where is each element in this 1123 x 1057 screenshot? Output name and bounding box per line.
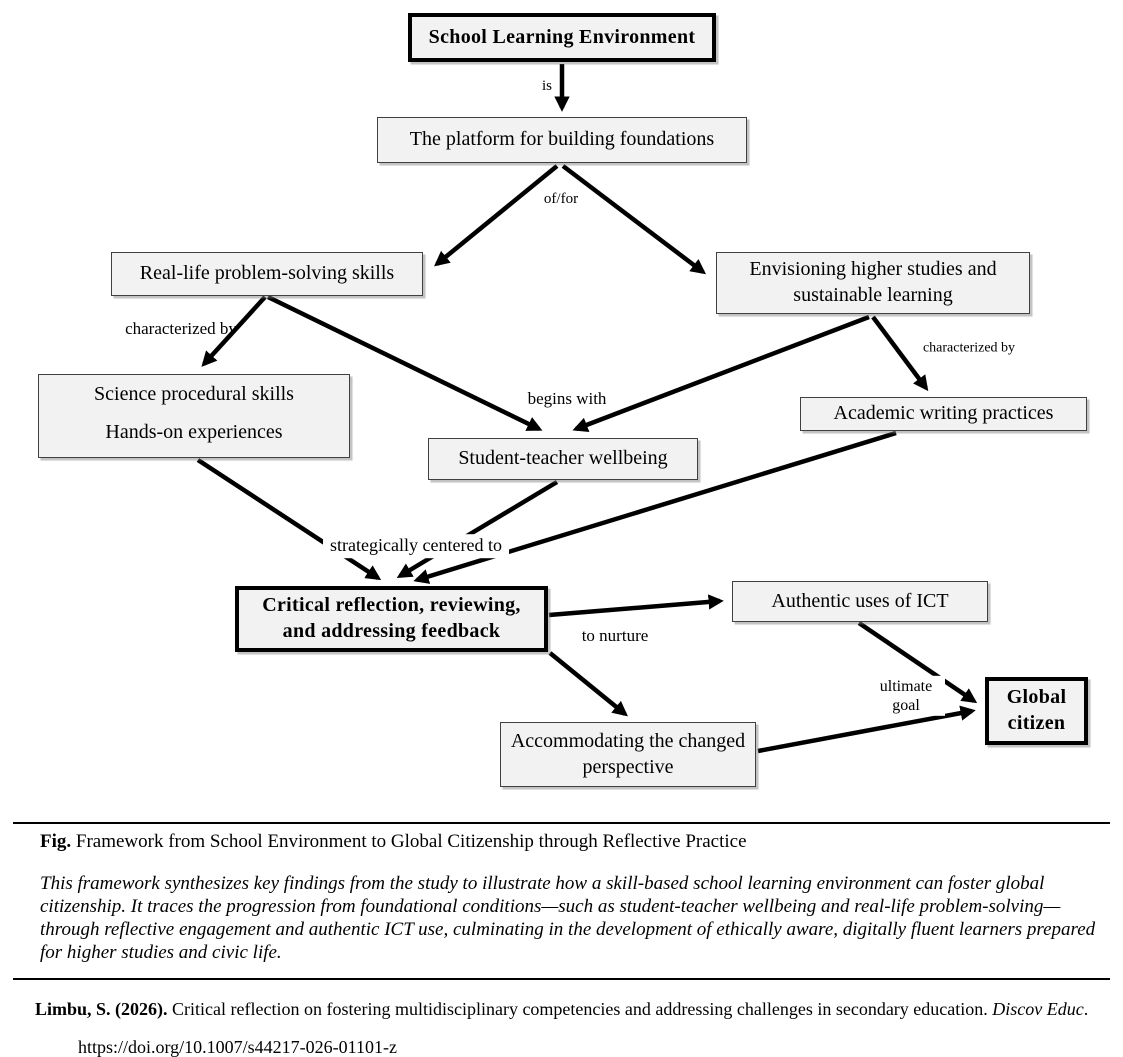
node-label-line1: Science procedural skills (94, 383, 294, 405)
node-label-line2: Hands-on experiences (105, 421, 283, 444)
edge-critical-ict (548, 594, 724, 618)
node-label-line2: and addressing feedback (282, 620, 501, 642)
edge-label-is: is (541, 78, 553, 94)
node-envisioning-higher-studies: Envisioning higher studies and sustainab… (716, 252, 1030, 314)
reference-authors: Limbu, S. (2026). (35, 999, 168, 1019)
node-label-line2: sustainable learning (793, 284, 953, 306)
edge-label-characterized-by-right: characterized by (922, 340, 1016, 356)
edge-label-strategically-centered-to: strategically centered to (323, 534, 509, 558)
edge-platform-envisioning (561, 164, 707, 275)
node-label-line1: Global (1006, 686, 1067, 709)
node-label-line2: perspective (582, 755, 674, 778)
node-student-teacher-wellbeing: Student-teacher wellbeing (428, 438, 698, 480)
caption-divider-line (13, 822, 1110, 824)
figure-caption-label: Fig. (40, 831, 72, 852)
node-accommodating-changed-perspective: Accommodating the changed perspective (500, 722, 756, 787)
figure-description: This framework synthesizes key findings … (40, 873, 1096, 963)
reference-citation: Limbu, S. (2026). Critical reflection on… (35, 990, 1103, 1057)
edge-science-critical (196, 458, 382, 581)
edge-ict-global (857, 621, 978, 704)
edge-accommodating-global (757, 705, 976, 754)
node-platform-building-foundations: The platform for building foundations (377, 117, 747, 163)
reference-journal: Discov Educ (992, 999, 1084, 1019)
node-label: School Learning Environment (428, 25, 696, 48)
edge-label-ultimate-goal: ultimate goal (867, 675, 945, 717)
node-critical-reflection: Critical reflection, reviewing, and addr… (235, 586, 548, 652)
reference-doi: . https://doi.org/10.1007/s44217-026-011… (78, 999, 1089, 1057)
node-school-learning-environment: School Learning Environment (408, 13, 716, 62)
edge-label-characterized-by-left: characterized by (125, 318, 237, 338)
edge-label-begins-with: begins with (527, 388, 607, 408)
node-label-line2: citizen (1007, 712, 1066, 734)
node-label-line1: Envisioning higher studies and (749, 258, 997, 281)
edge-envisioning-wellbeing (572, 314, 870, 433)
reference-title: Critical reflection on fostering multidi… (172, 999, 988, 1019)
edge-reallife-science (201, 295, 267, 367)
node-real-life-problem-solving: Real-life problem-solving skills (111, 252, 423, 296)
edge-platform-reallife (434, 164, 559, 267)
edge-envisioning-academic (871, 315, 929, 392)
figure-caption-title: Framework from School Environment to Glo… (75, 831, 747, 852)
edge-critical-accommodating (548, 651, 628, 717)
node-authentic-uses-of-ict: Authentic uses of ICT (732, 581, 988, 622)
node-label-line1: Accommodating the changed (510, 729, 746, 752)
edge-wellbeing-critical (396, 480, 559, 578)
reference-divider-line (13, 978, 1110, 980)
node-science-procedural-skills: Science procedural skills Hands-on exper… (38, 374, 350, 458)
edge-reallife-wellbeing (267, 294, 543, 432)
node-label-line1: Critical reflection, reviewing, (262, 594, 521, 617)
node-label: The platform for building foundations (409, 128, 715, 151)
node-label: Academic writing practices (833, 402, 1054, 425)
edge-label-to-nurture: to nurture (581, 625, 649, 645)
node-label: Real-life problem-solving skills (139, 262, 395, 285)
edge-label-of-for: of/for (543, 191, 579, 207)
node-global-citizen: Global citizen (985, 677, 1088, 745)
node-academic-writing-practices: Academic writing practices (800, 397, 1087, 431)
node-label: Student-teacher wellbeing (458, 447, 668, 470)
figure-caption: Fig. Framework from School Environment t… (40, 831, 1100, 853)
node-label: Authentic uses of ICT (771, 589, 949, 612)
